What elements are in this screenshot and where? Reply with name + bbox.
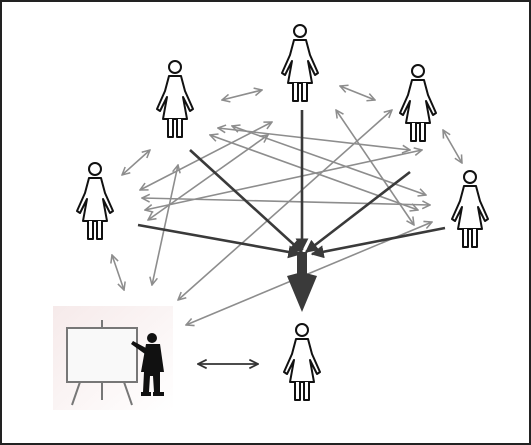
influence-arrows — [137, 110, 446, 259]
big-down-arrow-icon — [287, 252, 317, 312]
presenter-icon — [53, 306, 173, 410]
whiteboard-icon — [66, 320, 138, 406]
